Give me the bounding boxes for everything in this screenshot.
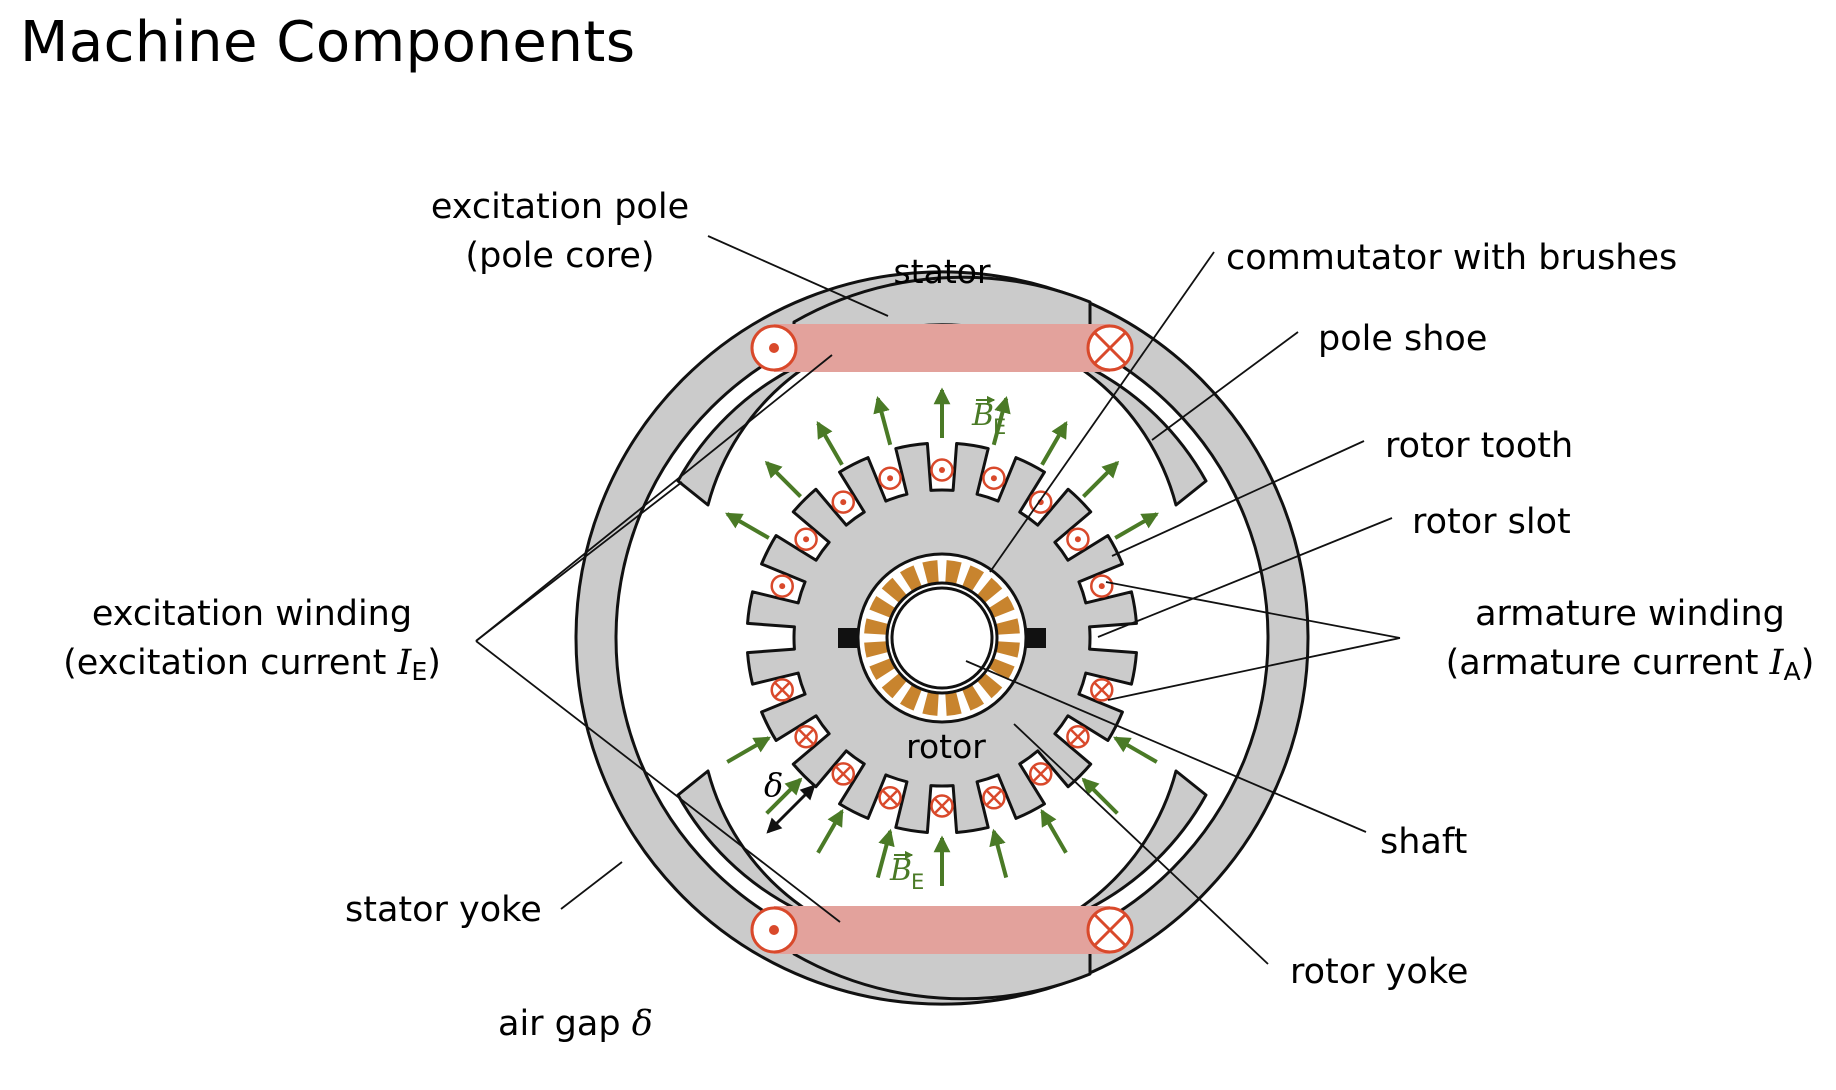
excitation-pole-label: excitation pole (pole core): [430, 187, 690, 276]
commutator-segment: [899, 684, 922, 711]
rotor-label: rotor: [906, 727, 986, 766]
flux-arrow-icon: [1040, 421, 1068, 466]
commutator-segment: [869, 595, 896, 618]
commutator-segment: [995, 641, 1020, 658]
air-gap-arrow: [766, 784, 816, 834]
flux-arrow-icon: [816, 421, 844, 466]
commutator-segment: [922, 560, 939, 585]
rotor-yoke-label: rotor yoke: [1290, 952, 1469, 992]
stator-yoke-label: stator yoke: [345, 890, 542, 930]
commutator-segment: [881, 577, 908, 604]
flux-arrow-icon: [1040, 809, 1068, 854]
flux-arrow-icon: [725, 512, 770, 540]
commutator-segment: [881, 672, 908, 699]
svg-text:B: B: [889, 853, 912, 888]
flux-arrow-icon: [873, 396, 893, 446]
flux-arrow-icon: [989, 828, 1009, 879]
flux-arrows: [725, 387, 1159, 886]
commutator-segment: [899, 565, 922, 592]
flux-arrow-icon: [1113, 736, 1158, 764]
rotor-tooth-label: rotor tooth: [1385, 426, 1574, 466]
commutator-segment: [976, 577, 1003, 604]
rotor-slot-label: rotor slot: [1412, 502, 1571, 542]
leader-lines: [475, 235, 1401, 965]
armature-winding-label: armature winding (armature current IA): [1445, 594, 1815, 687]
shaft: [890, 586, 994, 690]
commutator-segment: [988, 658, 1015, 681]
flux-arrow-icon: [726, 736, 771, 764]
left-brush: [838, 628, 858, 648]
right-brush: [1026, 628, 1046, 648]
air-gap-label: air gap δ: [498, 1004, 653, 1044]
flux-arrow-icon: [1081, 777, 1119, 815]
commutator-segment: [922, 691, 939, 716]
flux-arrow-icon: [1114, 512, 1159, 540]
commutator-segment: [945, 691, 962, 716]
commutator-label: commutator with brushes: [1226, 238, 1678, 278]
commutator-segment: [945, 560, 962, 585]
commutator-segment: [962, 565, 985, 592]
svg-text:E: E: [911, 870, 924, 894]
lower-excitation-coil: [750, 906, 1134, 954]
flux-arrow-icon: [875, 828, 895, 879]
commutator-segment: [869, 658, 896, 681]
stator-label: stator: [893, 252, 990, 291]
flux-arrow-icon: [764, 460, 802, 498]
excitation-winding-label: excitation winding (excitation current I…: [63, 594, 441, 687]
commutator-segment: [995, 618, 1020, 635]
pole-shoe-label: pole shoe: [1318, 319, 1488, 359]
svg-text:B: B: [971, 398, 994, 433]
flux-arrow-icon: [816, 809, 844, 854]
page-title: Machine Components: [20, 10, 636, 75]
b-field-label-bottom: B E: [889, 850, 924, 894]
commutator-segment: [864, 641, 889, 658]
commutator-segment: [988, 595, 1015, 618]
commutator-segment: [976, 672, 1003, 699]
commutator-segment: [962, 684, 985, 711]
air-gap-delta-symbol: δ: [764, 766, 783, 804]
shaft-label: shaft: [1380, 822, 1468, 862]
commutator-segment: [864, 618, 889, 635]
b-field-label-top: B E: [971, 395, 1006, 439]
svg-text:E: E: [993, 415, 1006, 439]
flux-arrow-icon: [991, 396, 1011, 446]
flux-arrow-icon: [1082, 460, 1120, 498]
upper-excitation-coil: [750, 324, 1134, 372]
